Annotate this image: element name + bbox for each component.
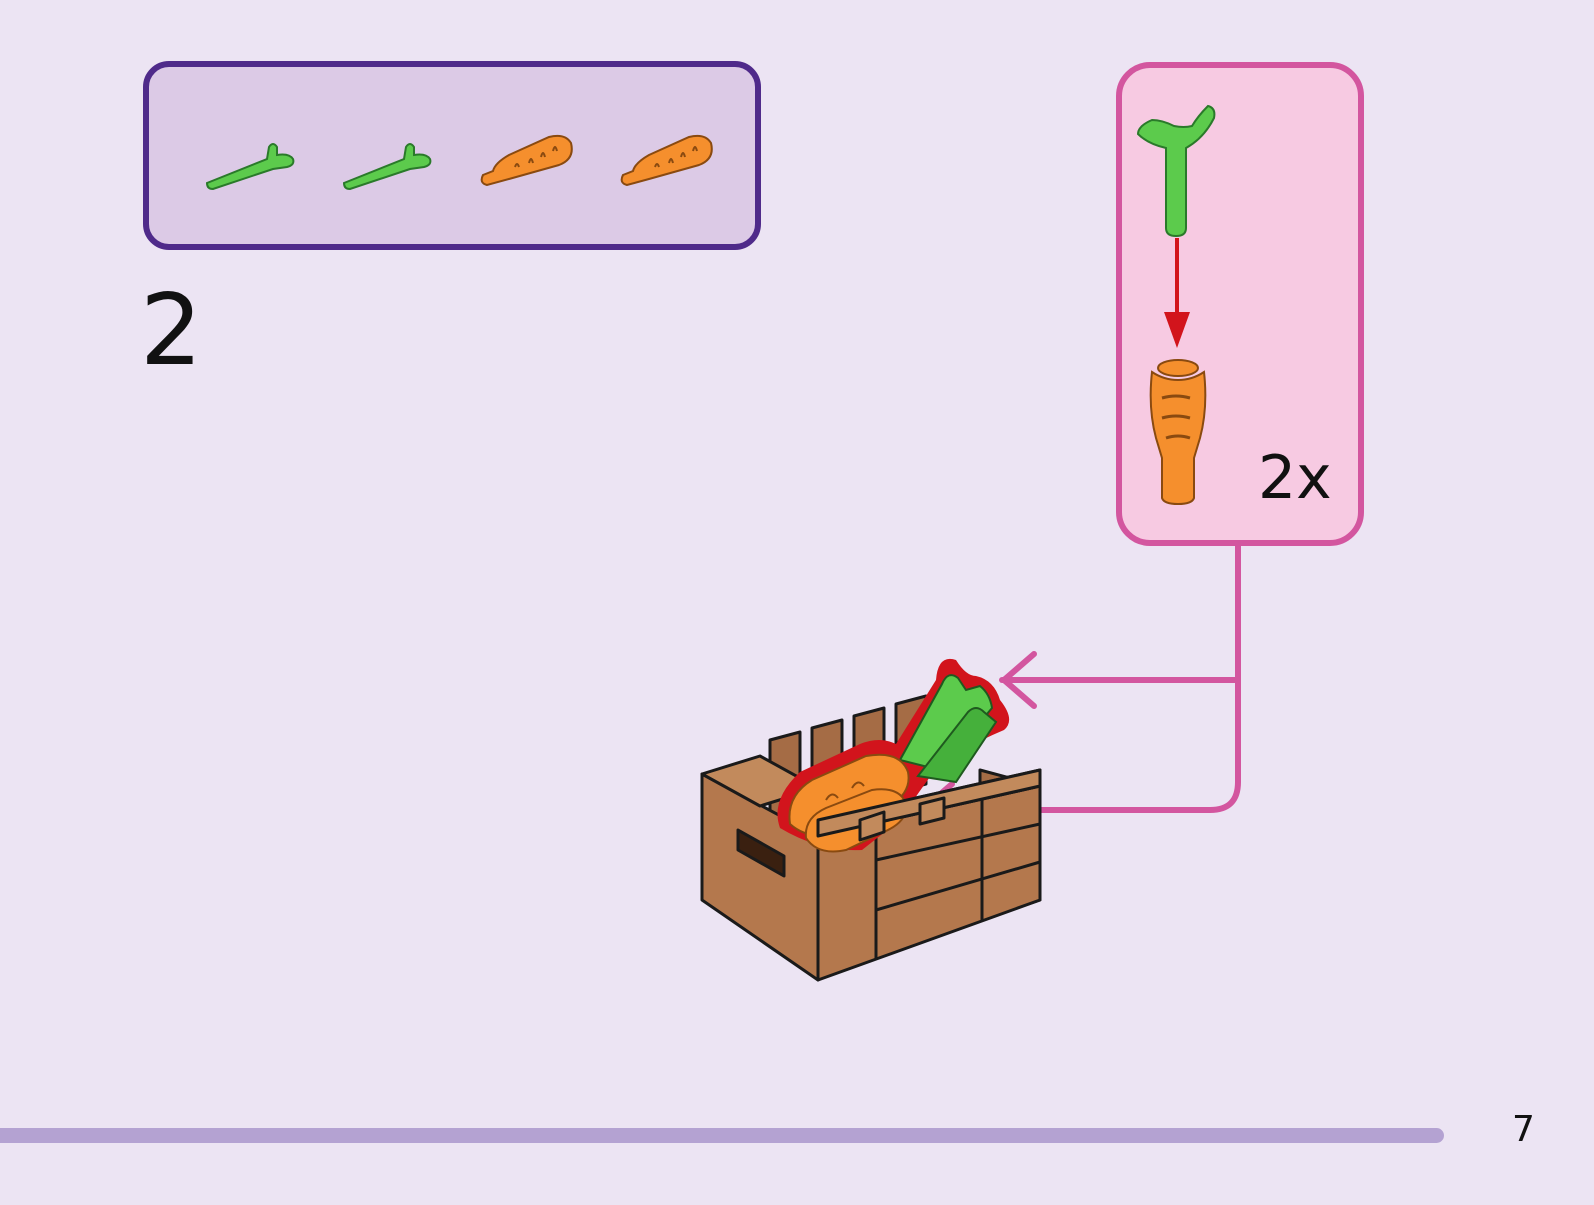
- sub-assembly-callout: 2x: [1116, 62, 1364, 546]
- page-progress-bar: [0, 1128, 1444, 1143]
- green-stem-icon: [205, 143, 295, 191]
- sub-assembly-art: [1136, 104, 1216, 506]
- quantity-multiplier: 2x: [1258, 443, 1332, 513]
- green-stem-icon: [1136, 104, 1216, 238]
- step-number: 2: [140, 274, 203, 388]
- page-number: 7: [1512, 1109, 1535, 1150]
- green-stem-icon: [342, 143, 432, 191]
- parts-list-box: [143, 61, 761, 250]
- crate-rim: [816, 768, 1042, 842]
- parts-list-art: [205, 134, 713, 191]
- orange-carrot-icon: [1149, 359, 1207, 506]
- orange-carrot-icon: [480, 134, 573, 187]
- orange-carrot-icon: [620, 134, 713, 187]
- arrow-down-icon: [1164, 238, 1190, 348]
